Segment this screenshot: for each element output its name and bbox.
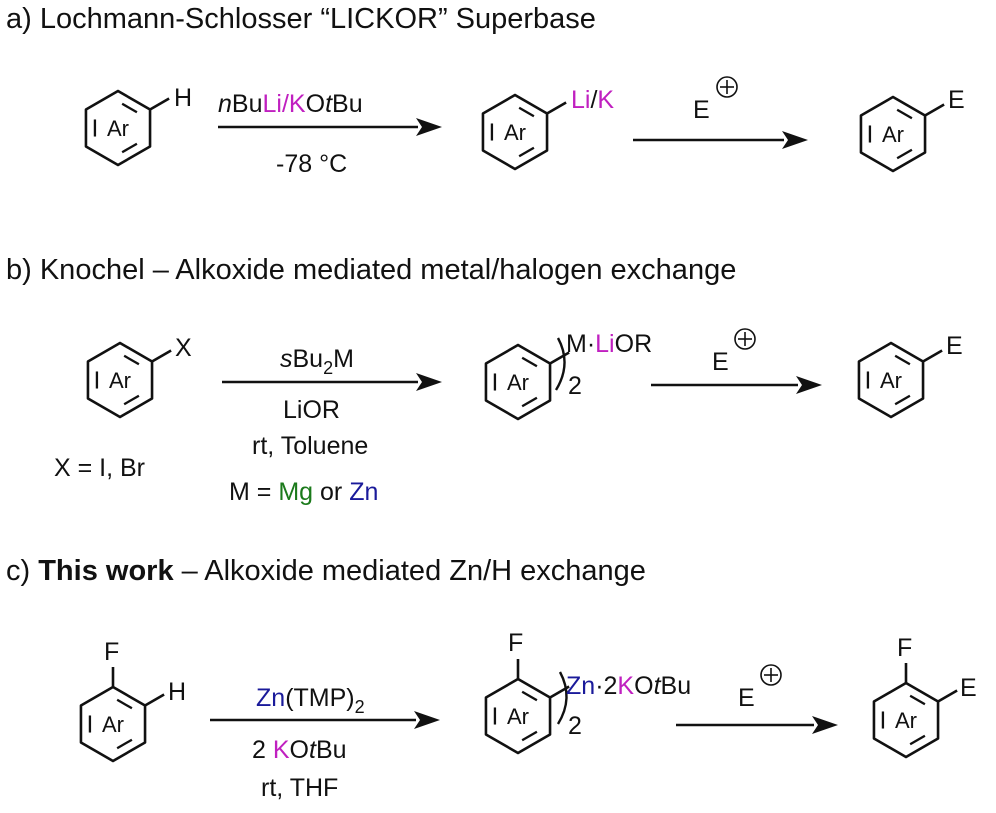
double-bond-line xyxy=(123,354,140,366)
stoichiometry-label: 2 xyxy=(568,372,582,400)
substituent-bond xyxy=(546,101,567,115)
substituent-bond xyxy=(937,689,958,703)
positive-charge-icon xyxy=(716,76,738,98)
metal-label: Li/K xyxy=(571,86,614,114)
ar-label: Ar xyxy=(107,116,129,141)
bracket xyxy=(556,671,568,725)
product-ring: Ar xyxy=(872,663,958,759)
fluorine-label: F xyxy=(508,629,523,657)
ar-label: Ar xyxy=(109,368,131,393)
substituent-bond xyxy=(151,349,172,363)
fluorine-label: F xyxy=(104,638,119,666)
fluoroarene-ring: Ar xyxy=(79,667,165,763)
double-bond-line xyxy=(116,738,133,750)
temperature-label: -78 °C xyxy=(276,150,347,178)
section-c-title: c) This work – Alkoxide mediated Zn/H ex… xyxy=(6,555,646,587)
metal-complex-label: M·LiOR xyxy=(566,330,652,358)
metal-definition: M = Mg or Zn xyxy=(229,478,378,506)
substituent-bond xyxy=(924,103,945,117)
reaction-arrow xyxy=(218,118,442,136)
double-bond-line xyxy=(521,730,538,742)
double-bond-line xyxy=(521,396,538,408)
reaction-arrow xyxy=(222,373,442,391)
substituent-bond xyxy=(549,351,570,365)
ar-label: Ar xyxy=(507,704,529,729)
ar-label: Ar xyxy=(102,712,124,737)
ar-label: Ar xyxy=(880,368,902,393)
bracket xyxy=(554,337,566,391)
metalated-arene-ring: Ar xyxy=(481,93,567,171)
positive-charge-icon xyxy=(734,328,756,350)
reaction-arrow xyxy=(633,131,808,149)
double-bond-line xyxy=(521,690,538,702)
arylmetal-ring: Ar xyxy=(484,343,570,421)
zincated-ring: Ar xyxy=(484,659,570,755)
stoichiometry-label: 2 xyxy=(568,712,582,740)
double-bond-line xyxy=(123,394,140,406)
double-bond-line xyxy=(521,356,538,368)
aryl-halide-ring: Ar xyxy=(86,341,172,419)
substituent-bond xyxy=(144,693,165,707)
additive-label: LiOR xyxy=(283,396,340,424)
double-bond-line xyxy=(518,146,535,158)
section-a-title: a) Lochmann-Schlosser “LICKOR” Superbase xyxy=(6,3,596,35)
ar-label: Ar xyxy=(507,370,529,395)
halogen-definition: X = I, Br xyxy=(54,454,145,482)
reaction-arrow xyxy=(210,711,440,729)
ar-label: Ar xyxy=(882,122,904,147)
double-bond-line xyxy=(909,694,926,706)
double-bond-line xyxy=(121,142,138,154)
product-substituent-label: E xyxy=(960,674,977,702)
substituent-bond xyxy=(922,349,943,363)
solvent-label: rt, Toluene xyxy=(252,432,368,460)
product-substituent-label: E xyxy=(946,332,963,360)
arene-ring: Ar xyxy=(84,89,170,167)
halogen-label: X xyxy=(175,334,192,362)
double-bond-line xyxy=(518,106,535,118)
section-c: c) This work – Alkoxide mediated Zn/H ex… xyxy=(6,555,977,802)
fluorine-label: F xyxy=(897,634,912,662)
ar-label: Ar xyxy=(895,708,917,733)
double-bond-line xyxy=(896,108,913,120)
hydrogen-label: H xyxy=(174,84,192,112)
solvent-label: rt, THF xyxy=(261,774,338,802)
electrophile-label: E xyxy=(738,684,755,712)
product-ring: Ar xyxy=(859,95,945,173)
hydrogen-label: H xyxy=(168,678,186,706)
double-bond-line xyxy=(121,102,138,114)
base-label: 2 KOtBu xyxy=(252,736,347,764)
double-bond-line xyxy=(896,148,913,160)
electrophile-label: E xyxy=(693,96,710,124)
double-bond-line xyxy=(894,394,911,406)
positive-charge-icon xyxy=(760,664,782,686)
product-ring: Ar xyxy=(857,341,943,419)
reaction-arrow xyxy=(651,376,822,394)
reagent-label: sBu2M xyxy=(280,345,354,378)
double-bond-line xyxy=(116,698,133,710)
reagent-label: Zn(TMP)2 xyxy=(256,684,365,717)
substituent-bond xyxy=(149,97,170,111)
product-substituent-label: E xyxy=(948,86,965,114)
reagent-label: nBuLi/KOtBu xyxy=(218,90,363,118)
double-bond-line xyxy=(894,354,911,366)
reaction-arrow xyxy=(676,716,838,734)
section-b-title: b) Knochel – Alkoxide mediated metal/hal… xyxy=(6,254,736,286)
section-a: a) Lochmann-Schlosser “LICKOR” Superbase… xyxy=(6,3,965,178)
zinc-complex-label: Zn·2KOtBu xyxy=(566,672,691,700)
ar-label: Ar xyxy=(504,120,526,145)
electrophile-label: E xyxy=(712,348,729,376)
double-bond-line xyxy=(909,734,926,746)
section-b: b) Knochel – Alkoxide mediated metal/hal… xyxy=(6,254,963,506)
